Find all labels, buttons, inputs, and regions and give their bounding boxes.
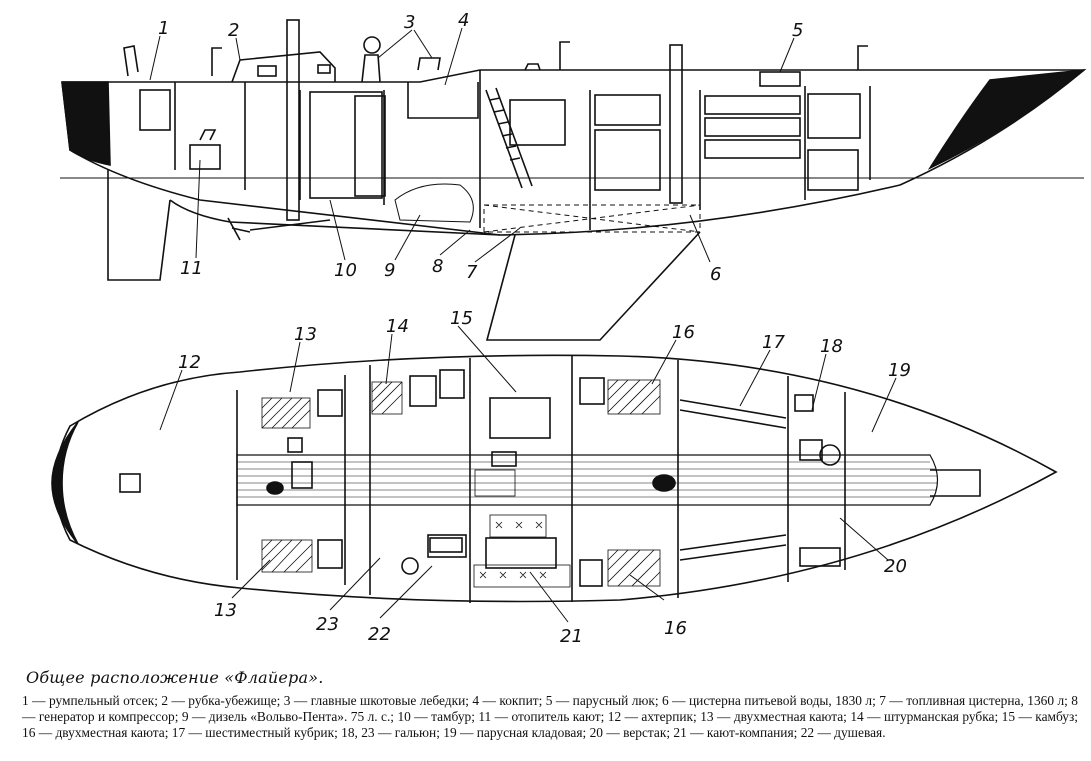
callout-9: 9 (384, 260, 395, 281)
caption-title: Общее расположение «Флайера». (26, 668, 324, 687)
callout-16-top: 16 (672, 322, 695, 343)
main-mast (286, 19, 300, 221)
callout-10: 10 (334, 260, 357, 281)
plan-callouts: 12 13 14 15 16 17 18 19 20 13 23 22 21 1… (178, 308, 911, 647)
winch-left (361, 54, 381, 83)
callout-16-bottom: 16 (664, 618, 687, 639)
callout-11: 11 (180, 258, 203, 279)
winch-right (417, 57, 441, 71)
callout-14: 14 (386, 316, 409, 337)
callout-20: 20 (884, 556, 907, 577)
callout-18: 18 (820, 336, 843, 357)
callout-8: 8 (432, 256, 443, 277)
callout-22: 22 (368, 624, 391, 645)
plan-hull-outline (54, 354, 1058, 603)
keel (485, 231, 701, 341)
callout-5: 5 (792, 20, 803, 41)
callout-13-top: 13 (294, 324, 317, 345)
deckhouse (231, 51, 336, 83)
bow-black (927, 68, 1087, 170)
propeller (227, 217, 331, 241)
callout-13-bottom: 13 (214, 600, 237, 621)
stern-black (61, 81, 111, 166)
side-profile (60, 19, 1087, 341)
callout-21: 21 (560, 626, 583, 647)
callout-1: 1 (158, 18, 169, 39)
callout-2: 2 (228, 20, 239, 41)
callout-17: 17 (762, 332, 785, 353)
caption-legend: 1 — румпельный отсек; 2 — рубка-убежище;… (22, 693, 1078, 740)
sole (236, 454, 939, 506)
callout-23: 23 (316, 614, 339, 635)
callout-3: 3 (404, 12, 415, 33)
plan-stern-black (51, 421, 79, 545)
mizzen-mast (669, 44, 683, 204)
hull-outline (61, 69, 1085, 236)
callout-6: 6 (710, 264, 721, 285)
callout-7: 7 (466, 262, 478, 283)
callout-15: 15 (450, 308, 473, 329)
rudder (107, 170, 171, 281)
figure-caption: Общее расположение «Флайера». 1 — румпел… (22, 668, 1078, 741)
yacht-layout-drawing: 1 2 3 4 5 6 7 8 9 10 11 12 13 14 15 16 1… (51, 10, 1087, 647)
deck-plan (51, 325, 1058, 623)
callout-4: 4 (458, 10, 469, 31)
callout-12: 12 (178, 352, 201, 373)
engine (394, 183, 474, 223)
callout-19: 19 (888, 360, 911, 381)
side-callouts: 1 2 3 4 5 6 7 8 9 10 11 (158, 10, 803, 285)
